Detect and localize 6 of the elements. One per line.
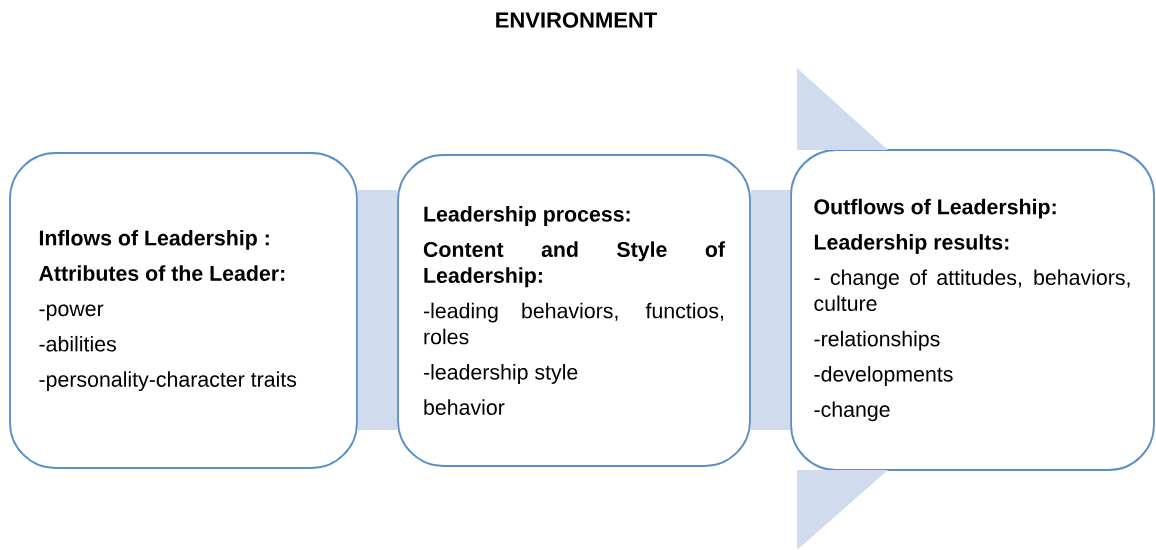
rounded-box: Leadership process: Content and Style of Leadership: -leading behaviors, functios, roles -leadership style behavior [397,154,751,467]
rounded-box: Outflows of Leadership: Leadership results: - change of attitudes, behaviors, culture -relationships -developments -change [790,149,1155,471]
arrow-band [750,190,791,430]
arrow-band [357,190,398,430]
title: ENVIRONMENT [496,12,658,28]
rounded-box: Inflows of Leadership : Attributes of the Leader: -power -abilities -personality-character traits [9,152,358,469]
